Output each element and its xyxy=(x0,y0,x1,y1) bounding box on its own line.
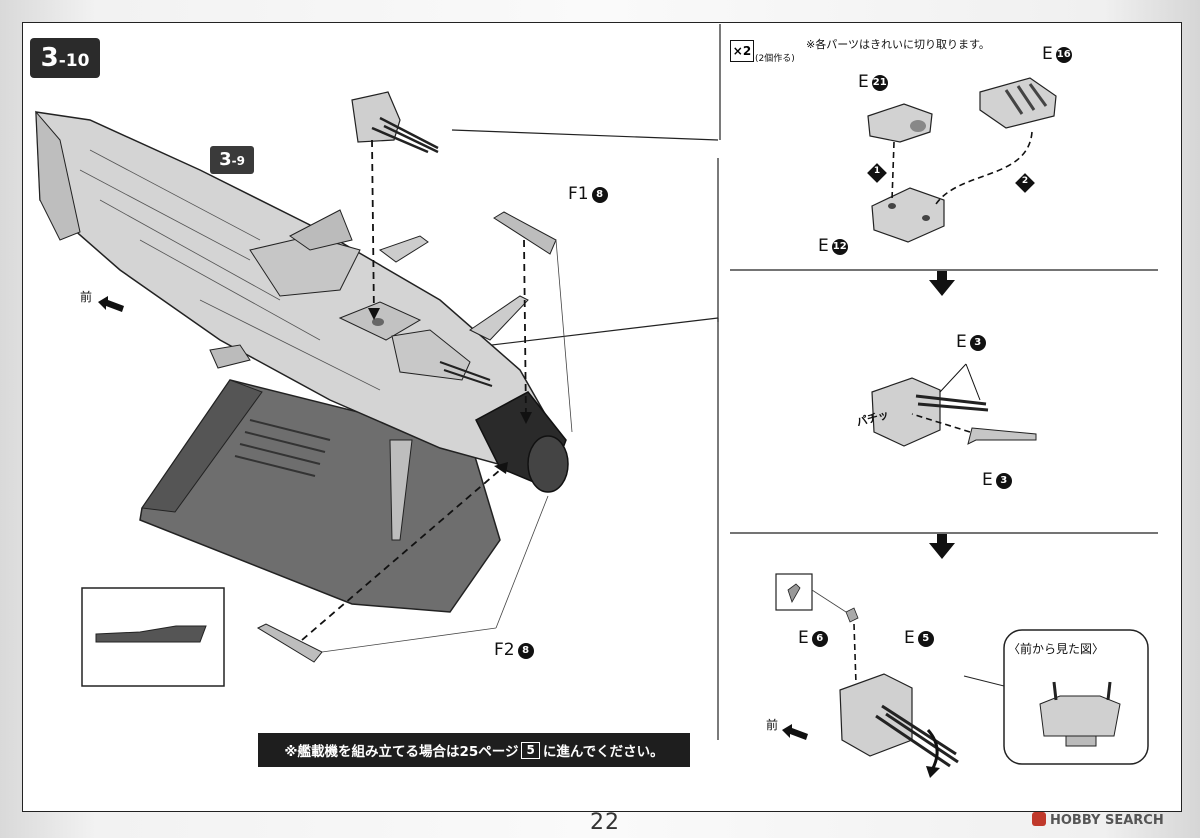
label-f1-num: 8 xyxy=(591,187,608,203)
inset-part-detail xyxy=(81,587,225,687)
label-e3-bottom-text: E xyxy=(982,470,993,490)
front-view-label: 〈前から見た図〉 xyxy=(1008,642,1105,656)
label-e21-num: 21 xyxy=(871,75,888,91)
label-f2-text: F2 xyxy=(494,640,515,660)
label-e3-bottom-num: 3 xyxy=(995,473,1012,489)
step-main: 3 xyxy=(40,43,59,73)
reference-step-badge: 3-9 xyxy=(210,146,254,174)
down-arrow-2 xyxy=(929,534,955,559)
multiplier-box: ×2 xyxy=(730,40,754,62)
front-label-right: 前 xyxy=(766,718,779,732)
part-e21 xyxy=(867,103,933,143)
watermark-text: HOBBY SEARCH xyxy=(1050,813,1164,828)
part-f1 xyxy=(493,211,573,433)
note-after: に進んでください。 xyxy=(542,744,664,760)
label-e21-text: E xyxy=(858,72,869,92)
label-f2-num: 8 xyxy=(517,643,534,659)
turret-assembly-e3 xyxy=(871,363,1037,447)
turret-guide-arrow xyxy=(368,308,380,320)
label-f1-text: F1 xyxy=(568,184,589,204)
watermark: HOBBY SEARCH xyxy=(1032,812,1164,828)
part-e6 xyxy=(845,607,859,685)
label-e6-text: E xyxy=(798,628,809,648)
step-number-badge: 3-10 xyxy=(30,38,100,78)
label-e5-text: E xyxy=(904,628,915,648)
label-e6-num: 6 xyxy=(811,631,828,647)
front-view-bubble xyxy=(1003,629,1149,765)
part-f2 xyxy=(256,462,549,663)
label-e3-top-text: E xyxy=(956,332,967,352)
part-e12 xyxy=(871,187,945,243)
panel-dividers xyxy=(449,24,1158,740)
front-arrow-left xyxy=(98,296,124,312)
down-arrow-1 xyxy=(929,271,955,296)
note-before: ※艦載機を組み立てる場合は25ページ xyxy=(284,744,519,760)
ref-step-sub: -9 xyxy=(231,154,245,168)
label-e12-text: E xyxy=(818,236,829,256)
label-e5-num: 5 xyxy=(917,631,934,647)
page-number: 22 xyxy=(590,810,620,835)
step-1-label: 1 xyxy=(873,166,881,176)
display-stand xyxy=(139,379,501,613)
turret-final xyxy=(839,673,959,778)
guide-line-e16 xyxy=(935,131,1033,205)
ref-step-main: 3 xyxy=(219,149,232,170)
cut-note: ※各パーツはきれいに切り取ります。 xyxy=(806,38,990,51)
turret-guide-line xyxy=(371,139,375,319)
part-e16 xyxy=(979,77,1057,129)
front-arrow-right xyxy=(782,724,808,740)
step-2-label: 2 xyxy=(1021,176,1029,186)
exploded-turret xyxy=(351,91,439,154)
front-label-left: 前 xyxy=(80,290,93,304)
label-e16-num: 16 xyxy=(1055,47,1072,63)
inset-e6-detail xyxy=(775,573,847,613)
step-sub: -10 xyxy=(58,51,90,71)
note-page-box: 5 xyxy=(521,741,540,759)
label-e3-top-num: 3 xyxy=(969,335,986,351)
label-e16-text: E xyxy=(1042,44,1053,64)
guide-line-e21 xyxy=(891,141,895,201)
label-e12-num: 12 xyxy=(831,239,848,255)
multiplier-note: (2個作る) xyxy=(755,54,795,64)
battleship-hull xyxy=(35,110,569,493)
hobby-search-logo-icon xyxy=(1032,812,1046,826)
